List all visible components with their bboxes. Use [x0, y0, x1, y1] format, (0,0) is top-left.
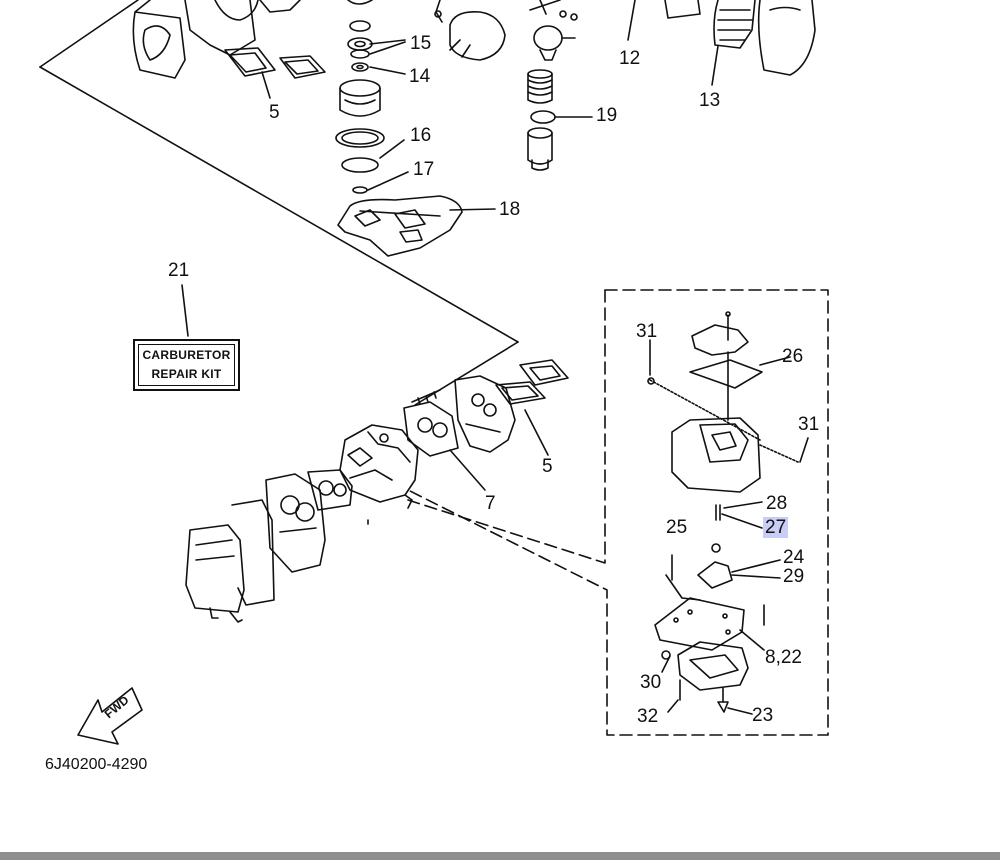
part-label-28[interactable]: 28 — [766, 493, 788, 514]
part-label-16[interactable]: 16 — [410, 125, 432, 146]
part-label-29[interactable]: 29 — [783, 566, 805, 587]
part-label-13[interactable]: 13 — [699, 90, 721, 111]
part-label-7[interactable]: 7 — [485, 493, 496, 514]
carburetor-detail-drawing — [649, 311, 799, 713]
part-label-5-mid[interactable]: 5 — [542, 456, 553, 477]
part-label-25[interactable]: 25 — [666, 517, 688, 538]
part-label-31-right[interactable]: 31 — [798, 414, 820, 435]
part-label-5-top[interactable]: 5 — [269, 102, 280, 123]
part-label-21[interactable]: 21 — [168, 260, 190, 281]
leader-line — [627, 0, 636, 41]
leader-line — [39, 0, 139, 68]
carburetor-assembly-drawing — [185, 359, 569, 623]
bottom-divider — [0, 852, 1000, 860]
leader-lines-upper — [261, 39, 593, 211]
kit-label-line-2: REPAIR KIT — [151, 367, 222, 381]
fuel-pump-drawing — [527, 0, 578, 171]
leader-line — [39, 66, 519, 343]
kit-label-line-1: CARBURETOR — [142, 348, 231, 362]
intake-manifold-drawing — [132, 0, 326, 79]
part-label-24[interactable]: 24 — [783, 547, 805, 568]
part-label-31-left[interactable]: 31 — [636, 321, 658, 342]
detail-frame — [407, 289, 829, 736]
fuel-filter-drawing — [434, 0, 506, 61]
part-label-8-22[interactable]: 8,22 — [765, 647, 802, 668]
leader-line — [711, 45, 719, 86]
part-label-23[interactable]: 23 — [752, 705, 774, 726]
part-label-17[interactable]: 17 — [413, 159, 435, 180]
cover-drawing — [664, 0, 816, 76]
kit-box-inner: CARBURETOR REPAIR KIT — [138, 344, 235, 386]
part-label-30[interactable]: 30 — [640, 672, 662, 693]
part-label-12[interactable]: 12 — [619, 48, 641, 69]
carburetor-repair-kit-box[interactable]: CARBURETOR REPAIR KIT — [133, 339, 240, 391]
fuel-pump-stack-drawing — [335, 0, 463, 257]
diagram-code: 6J40200-4290 — [45, 756, 148, 773]
part-label-14[interactable]: 14 — [409, 66, 431, 87]
part-label-15[interactable]: 15 — [410, 33, 432, 54]
part-label-26[interactable]: 26 — [782, 346, 804, 367]
leader-lines-carb — [449, 409, 549, 491]
leader-line — [414, 341, 519, 406]
leader-line — [181, 284, 189, 337]
forward-arrow-icon — [77, 687, 143, 745]
part-label-18[interactable]: 18 — [499, 199, 521, 220]
part-label-19[interactable]: 19 — [596, 105, 618, 126]
part-label-32[interactable]: 32 — [637, 706, 659, 727]
part-label-27-highlighted[interactable]: 27 — [763, 517, 789, 538]
leader-lines-detail — [647, 339, 809, 715]
